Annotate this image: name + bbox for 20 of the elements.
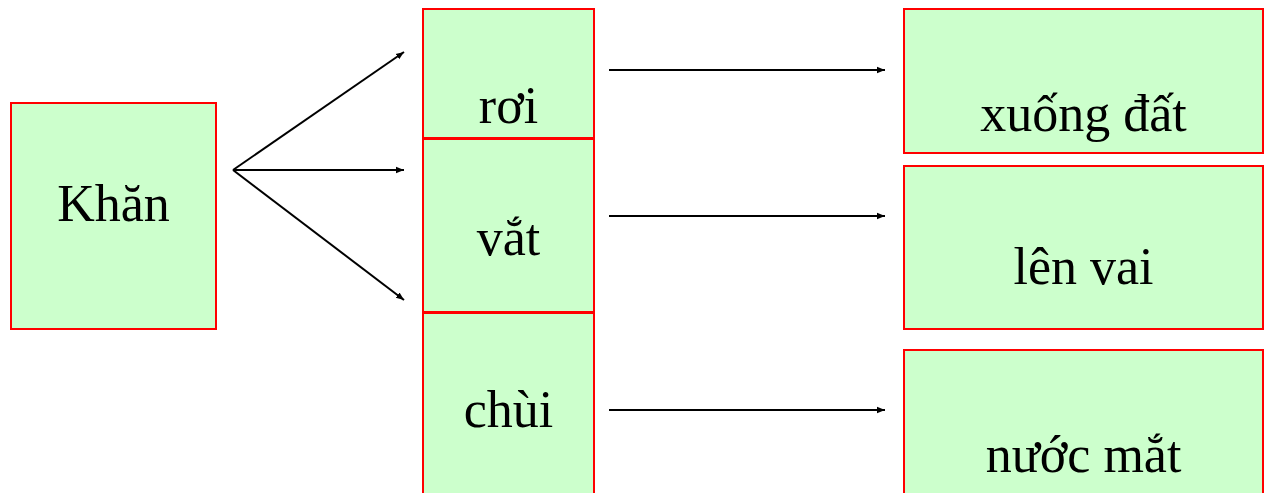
box-label: xuống đất [979,88,1188,140]
text-box [903,165,1264,330]
arrow [232,51,405,171]
text-box [422,138,595,313]
box-label: nước mắt [984,429,1183,481]
arrow [608,406,886,414]
arrow [608,212,886,220]
text-box [422,312,595,493]
text-box [10,102,217,330]
box-label: rơi [477,80,540,132]
arrow [232,169,405,301]
text-box [422,8,595,139]
arrow [232,166,405,174]
box-label: lên vai [1012,241,1155,293]
text-box [903,8,1264,154]
text-box [903,349,1264,493]
box-label: Khăn [56,178,171,230]
box-label: vắt [475,212,542,264]
arrow [608,66,886,74]
box-label: chùi [462,384,555,436]
